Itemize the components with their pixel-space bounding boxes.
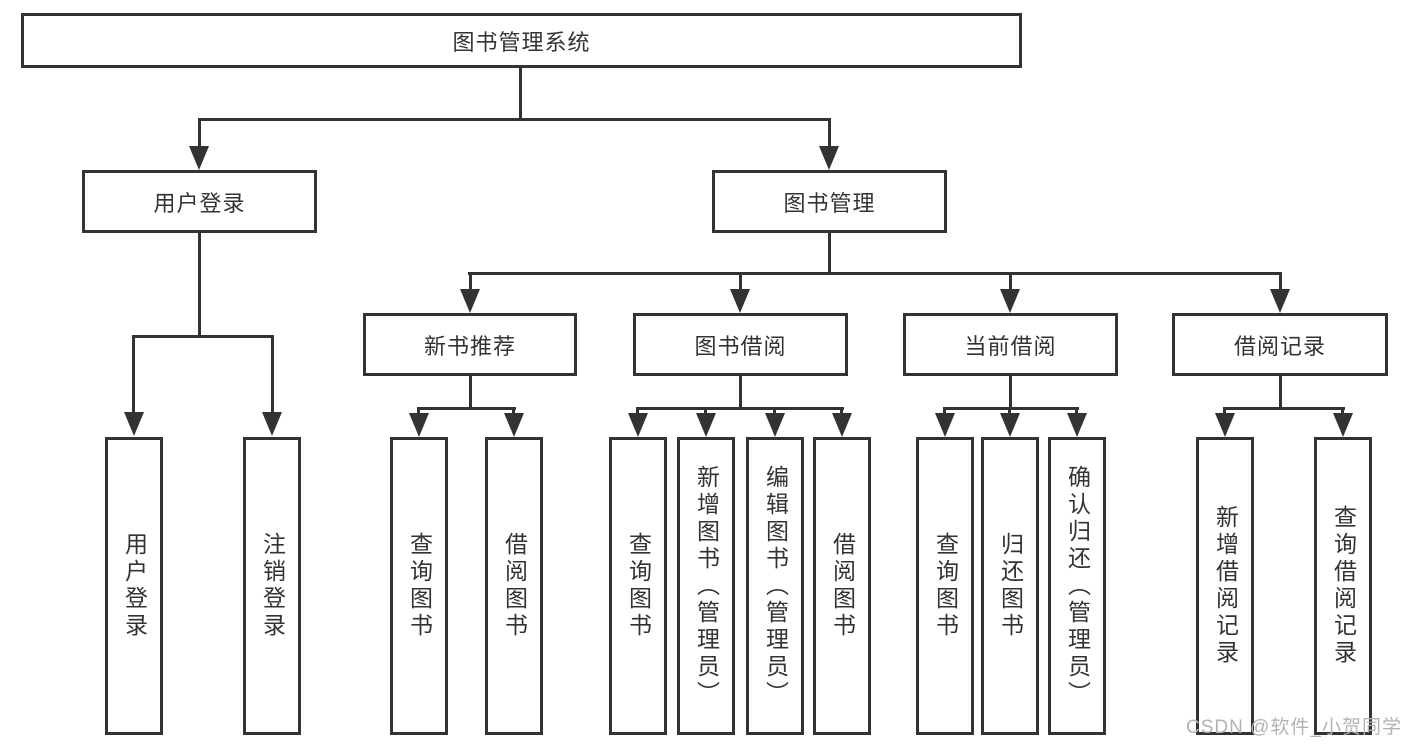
connector-line bbox=[840, 407, 843, 415]
leaf-add-books-admin-label: 新增图书（管理员） bbox=[693, 464, 720, 708]
arrow-down-icon bbox=[1000, 413, 1020, 437]
connector-line bbox=[417, 407, 516, 410]
leaf-add-borrow-record: 新增借阅记录 bbox=[1196, 437, 1254, 735]
leaf-user-login-action: 用户登录 bbox=[105, 437, 163, 735]
node-book-borrowing-label: 图书借阅 bbox=[694, 333, 787, 359]
leaf-borrow-books-borrowing: 借阅图书 bbox=[813, 437, 871, 735]
connector-line bbox=[198, 233, 201, 335]
connector-line bbox=[828, 118, 831, 148]
node-book-borrowing: 图书借阅 bbox=[633, 313, 848, 376]
node-borrowing-records: 借阅记录 bbox=[1172, 313, 1388, 376]
arrow-down-icon bbox=[124, 412, 144, 436]
leaf-search-borrow-record: 查询借阅记录 bbox=[1314, 437, 1372, 735]
connector-line bbox=[636, 407, 639, 415]
connector-line bbox=[198, 118, 201, 148]
leaf-search-books-recommend: 查询图书 bbox=[390, 437, 448, 735]
connector-line bbox=[1009, 272, 1012, 291]
connector-line bbox=[704, 407, 707, 415]
node-book-management: 图书管理 bbox=[712, 170, 947, 233]
arrow-down-icon bbox=[819, 146, 839, 170]
node-user-login: 用户登录 bbox=[82, 170, 317, 233]
arrow-down-icon bbox=[1215, 413, 1235, 437]
connector-line bbox=[469, 376, 472, 407]
connector-line bbox=[739, 376, 742, 407]
arrow-down-icon bbox=[730, 289, 750, 313]
arrow-down-icon bbox=[189, 146, 209, 170]
csdn-watermark: CSDN @软件_小贺同学 bbox=[1186, 717, 1402, 738]
arrow-down-icon bbox=[262, 412, 282, 436]
leaf-logout-action: 注销登录 bbox=[243, 437, 301, 735]
leaf-add-books-admin: 新增图书（管理员） bbox=[677, 437, 735, 735]
leaf-add-borrow-record-label: 新增借阅记录 bbox=[1212, 505, 1239, 667]
arrow-down-icon bbox=[832, 413, 852, 437]
arrow-down-icon bbox=[1333, 413, 1353, 437]
node-current-borrowing-label: 当前借阅 bbox=[964, 333, 1057, 359]
connector-line bbox=[519, 68, 522, 118]
arrow-down-icon bbox=[628, 413, 648, 437]
leaf-search-books-current-label: 查询图书 bbox=[932, 532, 959, 640]
leaf-borrow-books-recommend-label: 借阅图书 bbox=[501, 532, 528, 640]
leaf-search-books-borrowing-label: 查询图书 bbox=[625, 532, 652, 640]
leaf-borrow-books-recommend: 借阅图书 bbox=[485, 437, 543, 735]
connector-line bbox=[1223, 407, 1226, 415]
node-root-label: 图书管理系统 bbox=[452, 29, 591, 55]
connector-line bbox=[132, 335, 135, 414]
arrow-down-icon bbox=[460, 289, 480, 313]
connector-line bbox=[943, 407, 1079, 410]
leaf-confirm-return-admin: 确认归还（管理员） bbox=[1048, 437, 1106, 735]
connector-line bbox=[1279, 376, 1282, 407]
connector-line bbox=[417, 407, 420, 415]
connector-line bbox=[271, 335, 274, 414]
connector-line bbox=[132, 335, 274, 338]
leaf-search-books-borrowing: 查询图书 bbox=[609, 437, 667, 735]
leaf-return-books: 归还图书 bbox=[981, 437, 1039, 735]
leaf-edit-books-admin: 编辑图书（管理员） bbox=[746, 437, 804, 735]
leaf-confirm-return-admin-label: 确认归还（管理员） bbox=[1064, 464, 1091, 708]
arrow-down-icon bbox=[935, 413, 955, 437]
connector-line bbox=[1279, 272, 1282, 291]
connector-line bbox=[773, 407, 776, 415]
connector-line bbox=[1223, 407, 1345, 410]
connector-line bbox=[943, 407, 946, 415]
connector-line bbox=[1341, 407, 1344, 415]
leaf-return-books-label: 归还图书 bbox=[997, 532, 1024, 640]
node-root: 图书管理系统 bbox=[21, 13, 1022, 68]
leaf-borrow-books-borrowing-label: 借阅图书 bbox=[829, 532, 856, 640]
node-new-book-recommendation-label: 新书推荐 bbox=[423, 333, 516, 359]
connector-line bbox=[1009, 376, 1012, 407]
arrow-down-icon bbox=[1067, 413, 1087, 437]
leaf-edit-books-admin-label: 编辑图书（管理员） bbox=[762, 464, 789, 708]
node-book-management-label: 图书管理 bbox=[783, 190, 876, 216]
node-new-book-recommendation: 新书推荐 bbox=[363, 313, 577, 376]
leaf-user-login-action-label: 用户登录 bbox=[121, 532, 148, 640]
node-user-login-label: 用户登录 bbox=[153, 190, 246, 216]
connector-line bbox=[636, 407, 844, 410]
connector-line bbox=[739, 272, 742, 291]
connector-line bbox=[468, 272, 1281, 275]
leaf-search-books-current: 查询图书 bbox=[916, 437, 974, 735]
arrow-down-icon bbox=[504, 413, 524, 437]
leaf-search-books-recommend-label: 查询图书 bbox=[406, 532, 433, 640]
connector-line bbox=[1008, 407, 1011, 415]
connector-line bbox=[198, 118, 831, 121]
arrow-down-icon bbox=[1270, 289, 1290, 313]
leaf-search-borrow-record-label: 查询借阅记录 bbox=[1330, 505, 1357, 667]
connector-line bbox=[512, 407, 515, 415]
arrow-down-icon bbox=[696, 413, 716, 437]
connector-line bbox=[469, 272, 472, 291]
connector-line bbox=[1075, 407, 1078, 415]
connector-line bbox=[828, 233, 831, 272]
leaf-logout-action-label: 注销登录 bbox=[259, 532, 286, 640]
arrow-down-icon bbox=[765, 413, 785, 437]
node-borrowing-records-label: 借阅记录 bbox=[1233, 333, 1326, 359]
node-current-borrowing: 当前借阅 bbox=[903, 313, 1118, 376]
arrow-down-icon bbox=[409, 413, 429, 437]
arrow-down-icon bbox=[1000, 289, 1020, 313]
